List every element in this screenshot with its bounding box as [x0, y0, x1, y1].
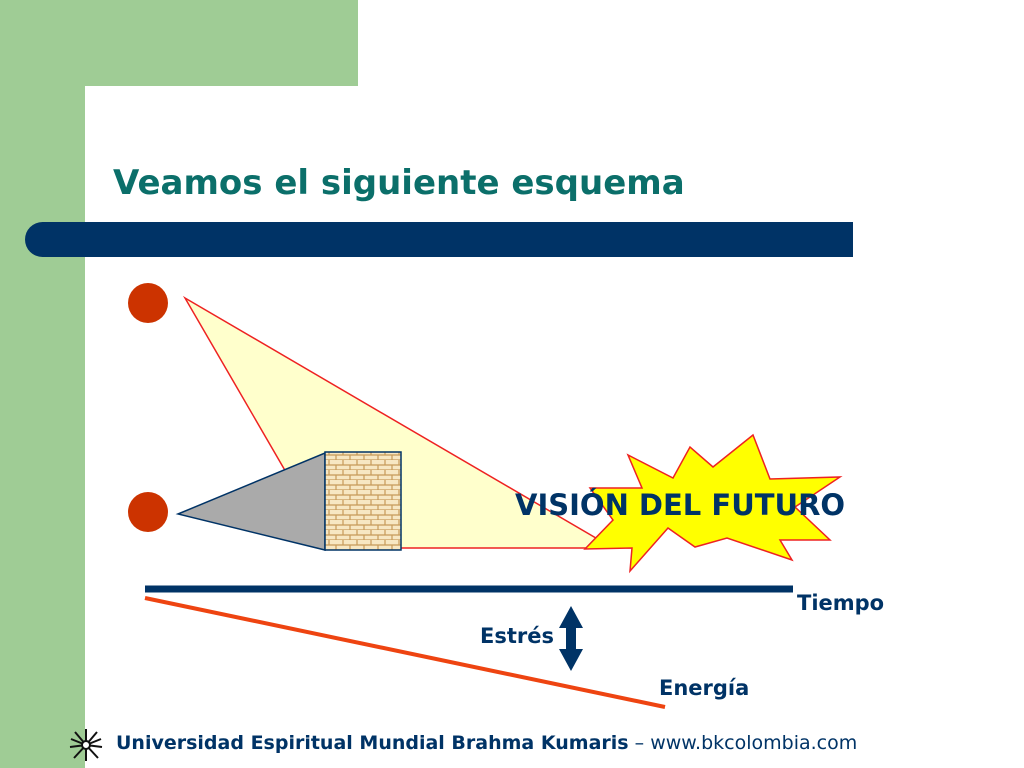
- content-area: [85, 86, 1024, 768]
- time-label: Tiempo: [797, 591, 885, 615]
- footer-org-name: Universidad Espiritual Mundial Brahma Ku…: [116, 732, 629, 754]
- energy-label: Energía: [659, 676, 750, 700]
- stress-double-arrow: [559, 606, 583, 671]
- footer-website: www.bkcolombia.com: [650, 732, 858, 754]
- brick-wall: [324, 451, 402, 551]
- energy-decline-line: [144, 596, 666, 709]
- upper-viewer-dot: [128, 283, 168, 323]
- stress-label: Estrés: [480, 624, 554, 648]
- lower-viewer-dot: [128, 492, 168, 532]
- title-underline-bar: [25, 222, 853, 257]
- top-green-block: [0, 0, 358, 86]
- brahma-kumaris-logo-icon: [69, 729, 103, 761]
- vision-label: VISIÓN DEL FUTURO: [515, 488, 846, 522]
- footer-credit: Universidad Espiritual Mundial Brahma Ku…: [116, 732, 857, 754]
- footer-separator: –: [628, 732, 651, 754]
- left-green-strip: [0, 0, 85, 768]
- future-starburst: [583, 433, 843, 574]
- vision-cone: [182, 295, 616, 549]
- slide-title: Veamos el siguiente esquema: [113, 163, 685, 203]
- limited-vision-pyramid: [175, 451, 326, 551]
